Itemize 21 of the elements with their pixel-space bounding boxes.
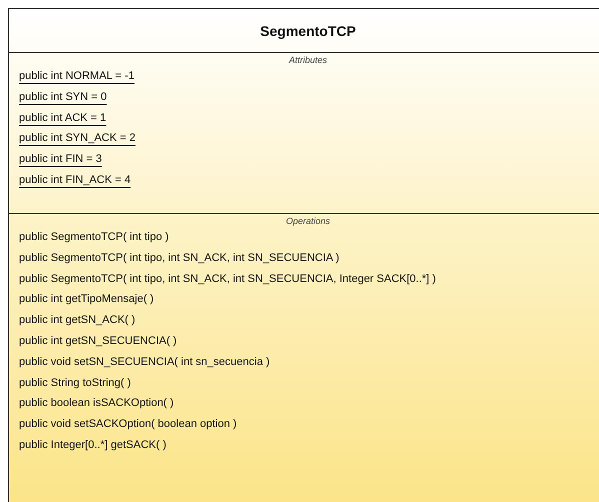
operation-text: public void setSACKOption( boolean option ) bbox=[19, 417, 237, 432]
uml-class-box bbox=[8, 8, 599, 502]
operation-text: public Integer[0..*] getSACK( ) bbox=[19, 438, 166, 453]
compartment-heading: Attributes bbox=[288, 55, 328, 66]
compartment-heading: Operations bbox=[286, 216, 330, 227]
operation-text: public boolean isSACKOption( ) bbox=[19, 396, 174, 412]
operation-text: public SegmentoTCP( int tipo, int SN_ACK, int SN_SECUENCIA, Integer SACK[0..*] ) bbox=[19, 272, 436, 287]
operation-text: public int getTipoMensaje( ) bbox=[19, 292, 154, 308]
attribute-text: public int SYN_ACK = 2 bbox=[19, 131, 136, 146]
class-name: SegmentoTCP bbox=[260, 22, 356, 38]
operation-text: public SegmentoTCP( int tipo ) bbox=[19, 230, 169, 245]
attribute-text: public int SYN = 0 bbox=[19, 90, 107, 105]
operation-text: public void setSN_SECUENCIA( int sn_secuencia ) bbox=[19, 354, 270, 370]
attribute-text: public int FIN = 3 bbox=[19, 152, 102, 168]
attribute-text: public int ACK = 1 bbox=[19, 110, 106, 126]
operation-text: public int getSN_ACK( ) bbox=[19, 313, 136, 328]
operation-text: public int getSN_SECUENCIA( ) bbox=[19, 334, 177, 349]
operation-text: public String toString( ) bbox=[19, 376, 131, 391]
attribute-text: public int NORMAL = -1 bbox=[19, 69, 134, 84]
attribute-text: public int FIN_ACK = 4 bbox=[19, 172, 131, 188]
operation-text: public SegmentoTCP( int tipo, int SN_ACK, int SN_SECUENCIA ) bbox=[19, 250, 340, 266]
